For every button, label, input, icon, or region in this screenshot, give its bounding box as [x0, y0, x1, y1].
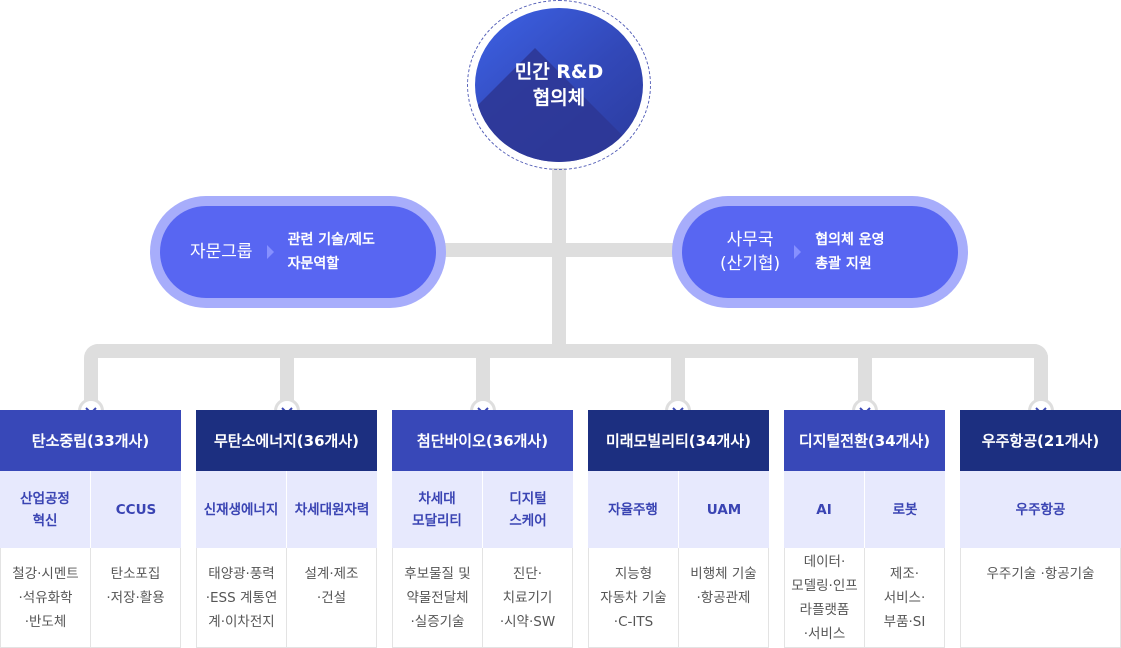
category-aerospace: 우주항공(21개사) 우주항공 우주기술 ·항공기술	[960, 410, 1121, 648]
category-title: 첨단바이오(36개사)	[392, 410, 573, 471]
secretariat-title-2: (산기협)	[720, 254, 781, 274]
connector-drop-3	[476, 344, 490, 406]
detail-text: 설계·제조·건설	[286, 548, 376, 647]
connector-right-pill	[560, 243, 680, 257]
category-title: 무탄소에너지(36개사)	[196, 410, 377, 471]
secretariat-desc-1: 협의체 운영	[815, 232, 885, 248]
subcategory: AI	[816, 501, 832, 518]
subcategory: UAM	[678, 471, 769, 548]
category-carbon-free-energy: 무탄소에너지(36개사) 신재생에너지 차세대원자력 태양광·풍력·ESS 계통…	[196, 410, 377, 648]
detail-text: 우주기술 ·항공기술	[986, 566, 1095, 582]
connector-drop-2	[280, 344, 294, 406]
arrow-right-icon	[266, 245, 274, 259]
center-line2: 협의체	[532, 87, 586, 109]
connector-drop-1	[84, 344, 98, 406]
connector-drop-5	[858, 344, 872, 406]
connector-vertical-main	[552, 168, 566, 346]
subcategory: 차세대원자력	[286, 471, 377, 548]
category-title: 디지털전환(34개사)	[784, 410, 945, 471]
detail-text: 비행체 기술·항공관제	[678, 548, 768, 647]
center-line1: 민간 R&D	[514, 61, 604, 83]
connector-left-pill	[440, 243, 560, 257]
center-ring	[467, 0, 651, 170]
advisory-desc-1: 관련 기술/제도	[287, 232, 375, 248]
detail-text: 진단·치료기기·시약·SW	[482, 548, 572, 647]
subcategory: 신재생에너지	[203, 501, 279, 518]
subcategory: CCUS	[90, 471, 181, 548]
center-node: 민간 R&D 협의체	[475, 8, 643, 162]
subcategory: 자율주행	[608, 501, 658, 518]
detail-text: 탄소포집·저장·활용	[90, 548, 180, 647]
category-title: 우주항공(21개사)	[960, 410, 1121, 471]
category-title: 미래모빌리티(34개사)	[588, 410, 769, 471]
category-title: 탄소중립(33개사)	[0, 410, 181, 471]
secretariat-node: 사무국 (산기협) 협의체 운영 총괄 지원	[672, 196, 968, 308]
secretariat-title-1: 사무국	[726, 230, 774, 250]
detail-text: 제조·서비스·부품·SI	[864, 548, 944, 647]
advisory-desc-2: 자문역할	[287, 256, 340, 272]
secretariat-desc-2: 총괄 지원	[815, 256, 872, 272]
advisory-group-node: 자문그룹 관련 기술/제도 자문역할	[150, 196, 446, 308]
arrow-right-icon	[794, 245, 802, 259]
connector-drop-6	[1034, 344, 1048, 406]
connector-drop-4	[671, 344, 685, 406]
connector-horizontal-bus	[85, 344, 1048, 358]
subcategory: 로봇	[864, 471, 945, 548]
advisory-title: 자문그룹	[190, 242, 253, 262]
detail-text: 철강·시멘트·석유화학·반도체	[12, 566, 79, 630]
subcategory: 우주항공	[1015, 501, 1066, 518]
